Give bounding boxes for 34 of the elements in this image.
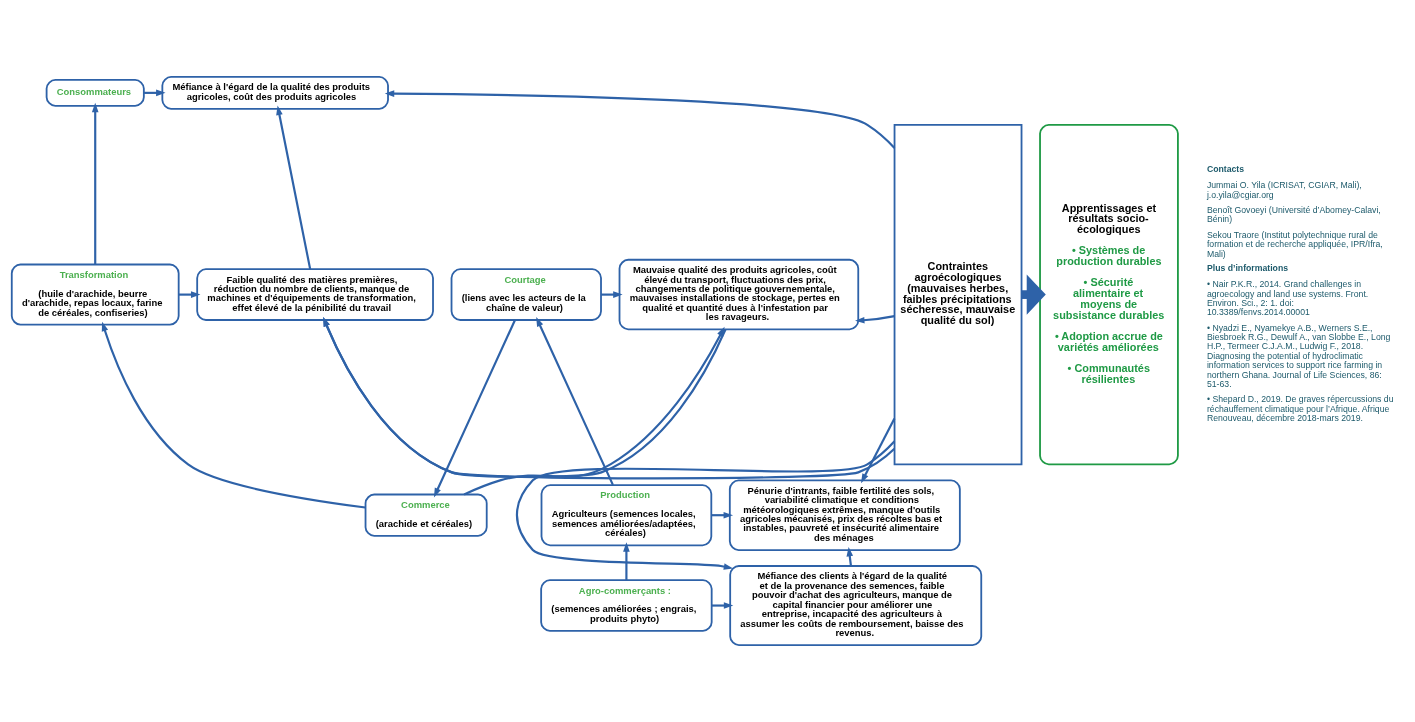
arrow: [91, 102, 99, 265]
node-box: Méfiance des clients à l'égard de la qualité et de la provenance des semences, faible pouvoir d'achat des agriculteurs, manque de capital financier pour améliorer une entreprise, incapacité des agriculteurs à assumer les coûts de remboursement, baisse des revenus.: [729, 565, 983, 646]
arrow: [323, 317, 896, 480]
node-box: Contraintes agroécologiques (mauvaises herbes, faibles précipitations sécheresse, mauvaise qualité du sol): [893, 123, 1023, 466]
arrow: [536, 317, 614, 486]
label: • Shepard D., 2019. De graves répercussions du réchauffement climatique pour l’Afrique. Afrique Renouveau, décembre 2018-mars 2019.: [1206, 394, 1394, 424]
node-box: Commerce (arachide et céréales): [364, 493, 488, 537]
node-box: Mauvaise qualité des produits agricoles, coût élevé du transport, fluctuations des prix, changements de politique gouvernementale, mauvaises installations de stockage, pertes en qualité et quantité dues à l'infestation par les ravageurs.: [618, 258, 860, 331]
arrow: [433, 319, 516, 498]
arrow: [711, 602, 734, 609]
arrow: [384, 90, 896, 149]
label: Plus d’informations: [1206, 263, 1289, 274]
arrow: [623, 542, 630, 581]
node-box: Pénurie d'intrants, faible fertilité des sols, variabilité climatique et conditions météorologiques extrêmes, manque d'outils agricoles mécanisés, prix des récoltes bas et instables, pauvreté et insécurité alimentaire des ménages: [728, 479, 961, 551]
arrow: [861, 417, 896, 484]
arrow: [846, 546, 854, 566]
label: Benoît Govoeyi (Université d’Abomey-Calavi, Bénin): [1206, 205, 1381, 225]
arrow: [276, 105, 312, 270]
arrow: [516, 440, 896, 570]
label: Contacts: [1206, 164, 1245, 175]
node-box: Méfiance à l'égard de la qualité des produits agricoles, coût des produits agricoles: [161, 76, 389, 110]
node-box: Transformation (huile d'arachide, beurre d'arachide, repas locaux, farine de céréales, confiseries): [10, 263, 180, 326]
node-box: Faible qualité des matières premières, réduction du nombre de clients, manque de machines et d'équipements de transformation, effet élevé de la pénibilité du travail: [196, 268, 434, 321]
label: • Nyadzi E., Nyamekye A.B., Werners S.E., Biesbroek R.G., Dewulf A., van Slobbe E., Long H.P., Termeer C.J.A.M., Ludwig F., 2018. Diagnosing the potential of hydroclimatic information services to support rice farming in northern Ghana. Journal of Life Sciences, 86: 51-63.: [1206, 322, 1391, 390]
node-box: Agro-commerçants : (semences améliorées ; engrais, produits phyto): [540, 579, 713, 632]
node-box: Apprentissages et résultats socio-écologiques • Systèmes de production durables • Sécurité alimentaire et moyens de subsistance durables • Adoption accrue de variétés améliorées • Communautés résilientes: [1039, 123, 1179, 466]
label: Sekou Traore (Institut polytechnique rural de formation et de recherche appliquée, IPR/Ifra, Mali): [1206, 229, 1383, 259]
arrow: [101, 321, 366, 509]
label: Jummai O. Yila (ICRISAT, CGIAR, Mali), j.o.yila@cgiar.org: [1206, 180, 1362, 200]
node-box: Courtage (liens avec les acteurs de la chaîne de valeur): [450, 268, 602, 321]
arrow: [855, 315, 895, 324]
node-box: Production Agriculteurs (semences locales, semences améliorées/adaptées, céréales): [540, 484, 713, 547]
label: • Nair P.K.R., 2014. Grand challenges in agroecology and land use systems. Front. Environ. Sci., 2: 1. doi: 10.3389/fenvs.2014.00001: [1206, 279, 1369, 318]
node-box: Consommateurs: [45, 78, 145, 107]
